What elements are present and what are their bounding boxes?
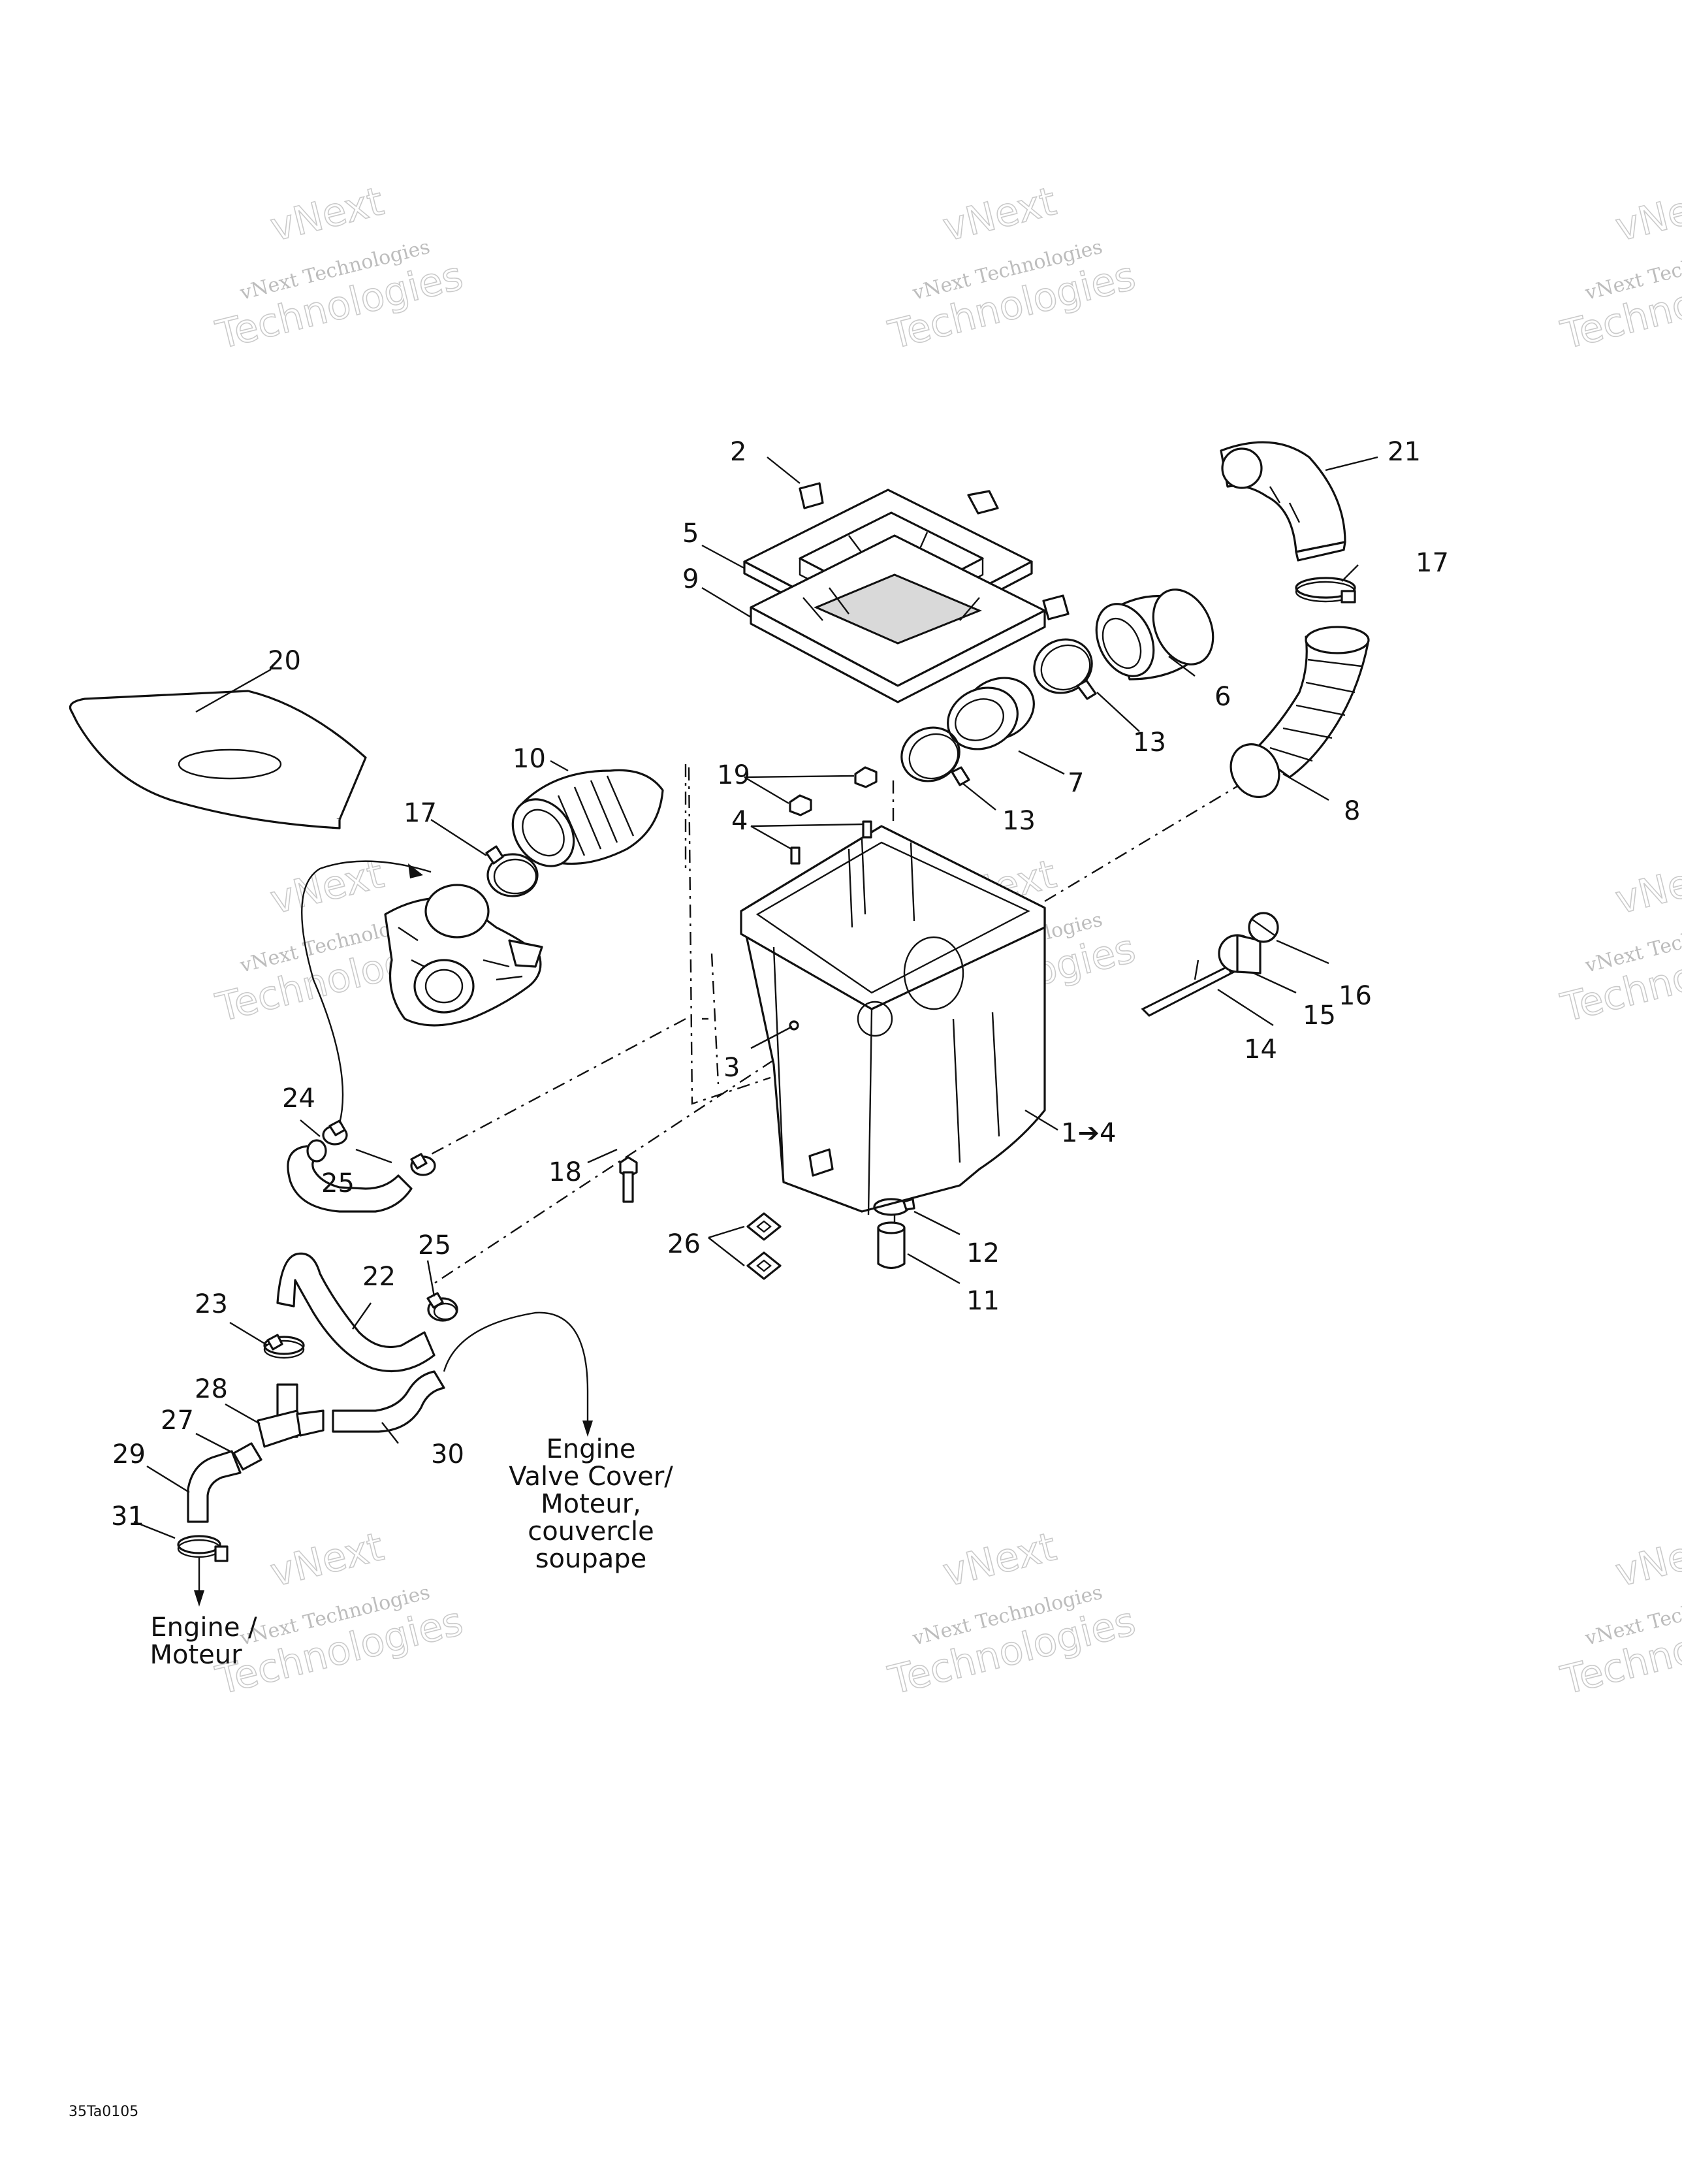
label-12: 12 bbox=[966, 1238, 1000, 1268]
part-7-sleeve bbox=[947, 677, 1035, 750]
label-28: 28 bbox=[195, 1374, 228, 1404]
callout-labels: 2 5 9 21 17 6 7 8 13 13 20 10 17 19 4 3 … bbox=[111, 437, 1449, 1532]
part-13-clamps bbox=[900, 638, 1097, 786]
label-13-upper: 13 bbox=[1133, 728, 1166, 758]
part-6-adapter bbox=[1095, 588, 1214, 681]
label-11: 11 bbox=[966, 1286, 1000, 1316]
label-25-upper: 25 bbox=[321, 1168, 355, 1198]
part-1-airbox bbox=[740, 825, 1046, 1215]
part-10-intake-boot bbox=[511, 769, 664, 867]
label-17-right: 17 bbox=[1416, 548, 1449, 578]
label-19: 19 bbox=[717, 760, 750, 790]
svg-text:vNext: vNext bbox=[266, 1524, 388, 1596]
part-21-elbow bbox=[1220, 441, 1346, 562]
svg-text:Moteur: Moteur bbox=[150, 1640, 242, 1670]
svg-text:Engine: Engine bbox=[546, 1434, 635, 1464]
watermark: vNext vNext Technologies Technologies bbox=[211, 1524, 468, 1705]
part-24-hose bbox=[287, 1139, 413, 1213]
label-13-lower: 13 bbox=[1002, 806, 1036, 836]
part-28-tee bbox=[257, 1383, 325, 1448]
part-18-bolt bbox=[619, 1156, 638, 1203]
watermark: vNext vNext Technologies Technologies bbox=[1556, 178, 1682, 359]
part-3-pin bbox=[789, 1020, 799, 1031]
label-1-4: 1➔4 bbox=[1061, 1118, 1116, 1148]
part-30-hose bbox=[332, 1370, 445, 1433]
part-29-hose bbox=[187, 1450, 242, 1523]
throttle-body bbox=[384, 884, 543, 1027]
svg-text:vNext: vNext bbox=[266, 178, 388, 250]
watermark: vNext vNext Technologies Technologies bbox=[1556, 851, 1682, 1032]
part-2-clips bbox=[799, 482, 1070, 620]
label-5: 5 bbox=[682, 519, 699, 549]
watermark: vNext vNext Technologies Technologies bbox=[1556, 1524, 1682, 1705]
svg-text:couvercle: couvercle bbox=[528, 1517, 654, 1547]
svg-text:vNext: vNext bbox=[938, 178, 1060, 250]
part-22-hose bbox=[276, 1252, 436, 1373]
label-7: 7 bbox=[1068, 768, 1084, 798]
label-30: 30 bbox=[431, 1439, 464, 1469]
label-6: 6 bbox=[1214, 682, 1231, 712]
part-27-fitting bbox=[232, 1442, 262, 1471]
label-26: 26 bbox=[667, 1229, 701, 1259]
label-16: 16 bbox=[1339, 981, 1372, 1011]
part-17-clamp-right bbox=[1295, 577, 1356, 603]
watermark: vNext vNext Technologies Technologies bbox=[883, 178, 1140, 359]
svg-text:Engine /: Engine / bbox=[150, 1613, 257, 1643]
label-8: 8 bbox=[1344, 796, 1360, 826]
part-8-duct bbox=[1230, 626, 1370, 798]
part-25-clamps bbox=[322, 1119, 458, 1322]
part-31-clamp bbox=[177, 1535, 229, 1562]
part-15-valve bbox=[1218, 934, 1262, 974]
label-10: 10 bbox=[513, 744, 546, 774]
svg-text:vNext: vNext bbox=[1611, 178, 1682, 250]
part-23-clamp bbox=[263, 1334, 305, 1359]
svg-text:vNext: vNext bbox=[1611, 851, 1682, 923]
destination-valve-cover: Engine Valve Cover/ Moteur, couvercle so… bbox=[509, 1434, 673, 1574]
svg-text:soupape: soupape bbox=[535, 1544, 647, 1574]
label-15: 15 bbox=[1303, 1001, 1336, 1031]
part-14-spring bbox=[1141, 953, 1235, 1017]
assembly-lines bbox=[427, 764, 1264, 1285]
watermark: vNext vNext Technologies Technologies bbox=[883, 1524, 1140, 1705]
routing-lines bbox=[194, 860, 593, 1607]
label-20: 20 bbox=[268, 646, 301, 676]
label-21: 21 bbox=[1388, 437, 1421, 467]
label-3: 3 bbox=[723, 1053, 740, 1083]
svg-text:vNext: vNext bbox=[938, 1524, 1060, 1596]
label-2: 2 bbox=[730, 437, 746, 467]
label-4: 4 bbox=[731, 806, 748, 836]
destination-engine: Engine / Moteur bbox=[150, 1613, 257, 1670]
label-22: 22 bbox=[362, 1262, 396, 1292]
svg-text:Moteur,: Moteur, bbox=[541, 1489, 641, 1519]
label-25-lower: 25 bbox=[418, 1230, 451, 1261]
watermark: vNext vNext Technologies Technologies bbox=[211, 178, 468, 359]
label-17-left: 17 bbox=[404, 798, 437, 828]
label-9: 9 bbox=[682, 564, 699, 594]
part-12-clamp-drain bbox=[873, 1198, 915, 1216]
part-17-clamp-left bbox=[485, 845, 539, 897]
leader-lines bbox=[133, 456, 1378, 1539]
part-20-pad bbox=[69, 690, 367, 829]
part-4-inserts bbox=[790, 820, 872, 865]
part-16-lid bbox=[1248, 912, 1279, 943]
svg-text:vNext: vNext bbox=[1611, 1524, 1682, 1596]
label-24: 24 bbox=[282, 1084, 315, 1114]
drawing-code: 35Ta0105 bbox=[69, 2104, 138, 2120]
label-27: 27 bbox=[161, 1405, 194, 1436]
part-9-filter bbox=[750, 534, 1046, 703]
part-19-nuts bbox=[789, 766, 878, 816]
svg-text:Valve Cover/: Valve Cover/ bbox=[509, 1462, 673, 1492]
label-18: 18 bbox=[548, 1157, 582, 1187]
label-31: 31 bbox=[111, 1502, 144, 1532]
part-11-drain-cap bbox=[877, 1221, 906, 1270]
label-14: 14 bbox=[1244, 1035, 1277, 1065]
part-26-pads bbox=[746, 1212, 782, 1280]
label-23: 23 bbox=[195, 1289, 228, 1319]
label-29: 29 bbox=[112, 1439, 146, 1469]
